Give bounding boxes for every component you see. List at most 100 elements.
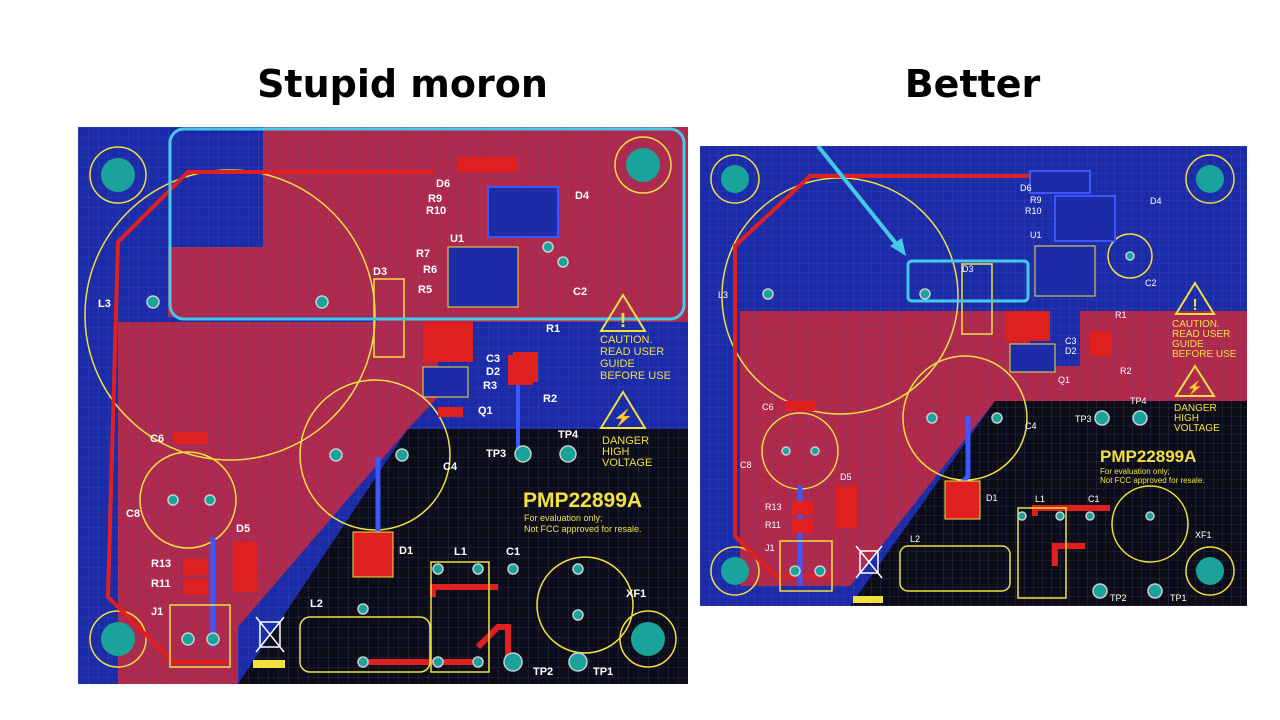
- yellow-marker: [853, 596, 883, 603]
- j1-outline: [779, 540, 833, 592]
- label-tp2: TP2: [533, 666, 553, 678]
- caution-triangle-icon: !: [599, 293, 647, 332]
- label-c1: C1: [506, 546, 520, 558]
- grid-overlay: [700, 146, 1247, 606]
- caution-text-2: READ USER: [1172, 329, 1230, 340]
- label-d6: D6: [436, 178, 450, 190]
- label-r3: R3: [483, 380, 497, 392]
- label-c4: C4: [443, 461, 458, 473]
- label-r11: R11: [765, 520, 781, 530]
- caution-text-4: BEFORE USE: [1172, 349, 1237, 360]
- mounting-hole-tr: [614, 136, 672, 194]
- left-title: Stupid moron: [257, 62, 548, 106]
- part-number: PMP22899A: [1100, 447, 1196, 466]
- label-d1: D1: [986, 493, 998, 503]
- caution-text-2: READ USER: [600, 346, 664, 358]
- label-c6: C6: [762, 402, 774, 412]
- danger-text-3: VOLTAGE: [602, 457, 652, 469]
- eval-line-1: For evaluation only;: [524, 513, 603, 523]
- d1-outline: [352, 531, 394, 578]
- label-r7: R7: [416, 248, 430, 260]
- label-xf1: XF1: [626, 588, 646, 600]
- svg-text:!: !: [620, 310, 627, 332]
- r2-pad: [508, 355, 533, 385]
- ic-cluster: [422, 157, 559, 417]
- q1-outline: [422, 366, 469, 398]
- outer-trace: [105, 170, 433, 664]
- outer-trace: [733, 174, 1040, 578]
- xf1-outline: [1111, 485, 1189, 563]
- label-d6: D6: [1020, 183, 1032, 193]
- label-r13: R13: [151, 558, 171, 570]
- label-r13: R13: [765, 502, 782, 512]
- c6-pad: [173, 432, 208, 444]
- label-tp3: TP3: [486, 448, 506, 460]
- highlight-box-d3-area: [906, 259, 1030, 303]
- l2-outline: [299, 616, 431, 673]
- mounting-hole-bl: [89, 610, 147, 668]
- label-d3: D3: [373, 266, 387, 278]
- mounting-hole-tl: [89, 146, 147, 204]
- caution-text-4: BEFORE USE: [600, 370, 671, 382]
- mounting-hole-br: [619, 610, 677, 668]
- danger-text-1: DANGER: [1174, 403, 1217, 414]
- eval-line-1: For evaluation only;: [1100, 467, 1170, 476]
- danger-text-2: HIGH: [602, 446, 630, 458]
- r13-pad: [183, 559, 208, 575]
- label-c2: C2: [1145, 278, 1157, 288]
- label-r2: R2: [1120, 366, 1132, 376]
- label-r9: R9: [428, 193, 442, 205]
- svg-text:⚡: ⚡: [613, 408, 633, 427]
- label-r10: R10: [426, 205, 446, 217]
- label-c3: C3: [1065, 336, 1077, 346]
- label-c8: C8: [126, 508, 140, 520]
- label-r1: R1: [1115, 310, 1127, 320]
- j1-outline: [169, 604, 231, 668]
- d3-outline: [961, 263, 993, 335]
- caution-text-1: CAUTION.: [600, 334, 653, 346]
- label-r5: R5: [418, 284, 432, 296]
- weee-bin-icon: [255, 616, 285, 653]
- caution-text-3: GUIDE: [1172, 339, 1204, 350]
- mounting-hole-bl: [710, 546, 760, 596]
- part-number: PMP22899A: [523, 489, 642, 512]
- l1-outline: [1017, 507, 1067, 599]
- pcb-layout-left: ! ⚡ CAUTION. READ USER GUIDE BEFORE USE …: [78, 127, 688, 684]
- label-q1: Q1: [478, 405, 493, 417]
- silkscreen-labels: CAUTION. READ USER GUIDE BEFORE USE DANG…: [1100, 319, 1237, 485]
- silkscreen-labels: CAUTION. READ USER GUIDE BEFORE USE DANG…: [523, 334, 671, 534]
- designator-labels: D6 D4 R9 R10 U1 R7 R6 R5 D3 C2 R1 C3 D2 …: [98, 178, 646, 678]
- label-xf1: XF1: [1195, 530, 1212, 540]
- label-r2: R2: [543, 393, 557, 405]
- trace-l2: [1052, 543, 1085, 566]
- label-u1: U1: [450, 233, 464, 245]
- label-tp2: TP2: [1110, 593, 1127, 603]
- label-d2: D2: [1065, 346, 1077, 356]
- label-l3: L3: [98, 298, 111, 310]
- label-c8: C8: [740, 460, 752, 470]
- label-tp4: TP4: [1130, 396, 1147, 406]
- trace-l1: [430, 584, 498, 597]
- l1-outline: [430, 561, 490, 673]
- label-j1: J1: [765, 543, 775, 553]
- label-tp3: TP3: [1075, 414, 1092, 424]
- label-d3: D3: [962, 264, 974, 274]
- right-title: Better: [904, 62, 1041, 106]
- label-d5: D5: [840, 472, 852, 482]
- grid-overlay: [78, 127, 688, 684]
- designator-labels: D6 D4 R9 R10 U1 D3 C2 R1 C3 D2 R2 Q1 C6 …: [718, 183, 1212, 603]
- xf1-outline: [536, 556, 634, 654]
- l2-outline: [899, 545, 1011, 592]
- label-d5: D5: [236, 523, 250, 535]
- eval-line-2: Not FCC approved for resale.: [524, 524, 642, 534]
- label-u1: U1: [1030, 230, 1042, 240]
- label-c6: C6: [150, 433, 164, 445]
- label-d1: D1: [399, 545, 413, 557]
- label-tp1: TP1: [593, 666, 613, 678]
- arrow-icon: [816, 144, 906, 256]
- label-d4: D4: [575, 190, 590, 202]
- label-r1: R1: [546, 323, 560, 335]
- pads: [146, 241, 588, 672]
- label-r6: R6: [423, 264, 437, 276]
- caution-text-3: GUIDE: [600, 358, 635, 370]
